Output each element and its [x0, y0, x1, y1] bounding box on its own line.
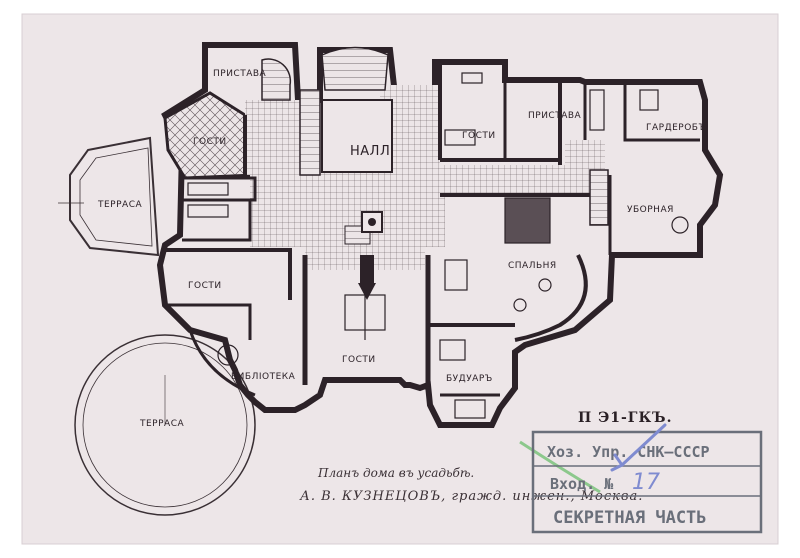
room-label-pristava-right: ПРИСТАВА: [528, 111, 582, 121]
building-walls: [156, 42, 724, 428]
room-label-gosti-center: ГОСТИ: [342, 355, 376, 365]
stamp-handwritten-number: 17: [632, 470, 660, 495]
library-bay-wall: [188, 329, 256, 397]
marker-arrow: [610, 423, 667, 472]
room-label-terrasa-round: ТЕРРАСА: [139, 419, 184, 429]
caption-line-1: Планъ дома въ усадьбѣ.: [317, 466, 474, 480]
room-label-hall: НАЛЛ: [350, 144, 390, 159]
interior-walls: [165, 62, 700, 397]
bedroom-bay-wall: [514, 254, 588, 342]
room-label-gosti-top: ГОСТИ: [462, 131, 496, 141]
green-marker-stroke: [519, 440, 601, 494]
room-label-terrasa-left: ТЕРРАСА: [97, 200, 142, 210]
room-label-garderob: ГАРДЕРОБЪ: [646, 123, 706, 133]
room-label-pristava-left: ПРИСТАВА: [213, 69, 267, 79]
plan-title: П Э1-ГКЪ.: [578, 410, 672, 426]
terrace-round-area: [74, 334, 256, 516]
room-label-ubornaya: УБОРНАЯ: [627, 205, 674, 215]
stamp-line-1: Хоз. Упр. СНК—СССР: [547, 443, 710, 461]
furniture: [187, 72, 689, 419]
room-label-gosti-tl: ГОСТИ: [193, 137, 227, 147]
stamp-line-3: СЕКРЕТНАЯ ЧАСТЬ: [553, 508, 707, 528]
room-label-buduar: БУДУАРЪ: [446, 374, 493, 384]
caption-line-2: А. В. КУЗНЕЦОВЪ, гражд. инжен., Москва.: [299, 489, 643, 504]
stamp-line-2-label: Вход. №: [550, 475, 613, 493]
room-label-spalnya: СПАЛЬНЯ: [508, 261, 557, 271]
room-label-gosti-left: ГОСТИ: [188, 281, 222, 291]
hall-room: [321, 99, 393, 173]
terrace-left-area: [58, 136, 160, 257]
archive-stamp: Хоз. Упр. СНК—СССР Вход. № 17 СЕКРЕТНАЯ …: [531, 430, 763, 534]
fireplaces: [358, 211, 383, 300]
room-label-biblioteka: БИБЛІОТЕКА: [231, 372, 296, 382]
